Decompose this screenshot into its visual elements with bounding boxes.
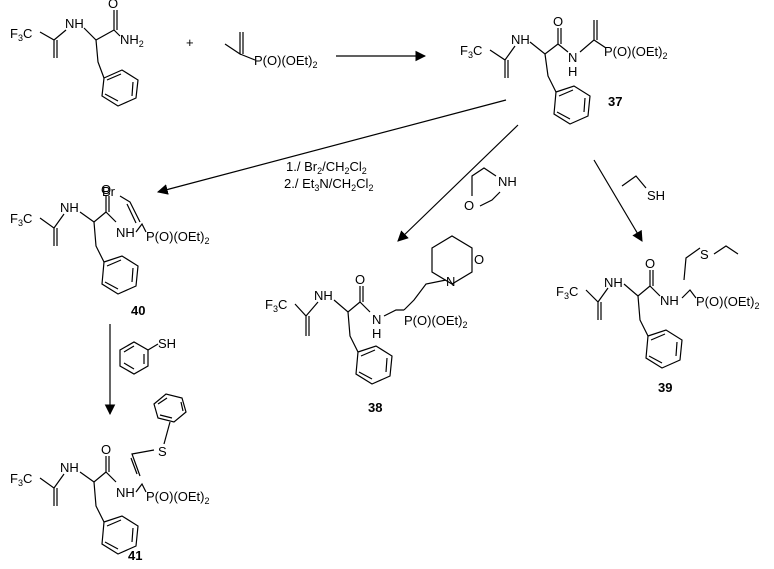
nh2-label: NH2: [120, 32, 144, 49]
phosphonate-label: P(O)(OEt)2: [696, 294, 760, 311]
o-label: O: [553, 14, 563, 29]
compound-number: 38: [368, 400, 382, 415]
o-label: O: [101, 182, 111, 197]
o-label: O: [108, 0, 118, 11]
morpholine-nh: NH: [498, 174, 517, 189]
f3c-label: F3C: [556, 284, 578, 301]
plus-sign: +: [186, 35, 194, 50]
morpholine-n: N: [446, 274, 455, 289]
arrow-to-40: [156, 99, 507, 195]
compound-number: 40: [131, 303, 145, 318]
phosphonate-label: P(O)(OEt)2: [146, 229, 210, 246]
f3c-label: F3C: [10, 211, 32, 228]
nh-label: N: [372, 312, 381, 327]
phosphonate-label: P(O)(OEt)2: [604, 44, 668, 61]
reagent-elimination: 2./ Et3N/CH2Cl2: [284, 176, 373, 193]
sulfur-label: S: [700, 247, 709, 262]
nh-label: N: [568, 50, 577, 65]
compound-number: 39: [658, 380, 672, 395]
compound-number: 37: [608, 94, 622, 109]
f3c-label: F3C: [460, 43, 482, 60]
phosphonate-label: P(O)(OEt)2: [146, 489, 210, 506]
acetyl-phosphonate: P(O)(OEt)2: [224, 32, 318, 70]
o-label: O: [355, 272, 365, 287]
nh-label: NH: [604, 275, 623, 290]
nh-label: NH: [116, 225, 135, 240]
compound-38: N O F3C NH O N H P(O)(OEt)2 38: [265, 235, 484, 415]
h-label: H: [568, 64, 577, 79]
nh-label: NH: [60, 460, 79, 475]
phosphonate-label: P(O)(OEt)2: [254, 53, 318, 70]
f3c-label: F3C: [10, 471, 32, 488]
o-label: O: [101, 442, 111, 457]
compound-number: 41: [128, 548, 142, 563]
f3c-label: F3C: [265, 297, 287, 314]
ethanethiol-reagent: SH: [621, 175, 665, 203]
sulfur-label: S: [158, 444, 167, 459]
arrow-to-38: [397, 124, 519, 242]
arrow-to-39: [593, 159, 643, 242]
compound-37: F3C NH O N H P(O)(OEt)2 37: [460, 14, 668, 125]
nh-label: NH: [60, 200, 79, 215]
bromo-label: Br: [102, 184, 116, 199]
morpholine-o: O: [464, 198, 474, 213]
h-label: H: [372, 326, 381, 341]
thiophenol-reagent: SH: [119, 336, 176, 375]
morpholine-o: O: [474, 252, 484, 267]
f3c-label: F3C: [10, 26, 32, 43]
nh-label: NH: [116, 485, 135, 500]
o-label: O: [645, 256, 655, 271]
compound-41: S F3C NH O NH P(O)(OEt)2 41: [10, 393, 210, 563]
phosphonate-label: P(O)(OEt)2: [404, 313, 468, 330]
thiophenol-sh: SH: [158, 336, 176, 351]
nh-label: NH: [511, 32, 530, 47]
nh-label: NH: [314, 288, 333, 303]
starting-amide: F3C NH O NH2: [10, 0, 144, 107]
thiol-sh: SH: [647, 188, 665, 203]
compound-39: S F3C NH O NH P(O)(OEt)2 39: [556, 245, 760, 395]
reagent-bromination: 1./ Br2/CH2Cl2: [286, 159, 367, 176]
compound-40: Br F3C NH O NH P(O)(OEt)2 40: [10, 182, 210, 318]
nh-label: NH: [65, 16, 84, 31]
morpholine-reagent: NH O: [464, 167, 517, 213]
nh-label: NH: [660, 293, 679, 308]
